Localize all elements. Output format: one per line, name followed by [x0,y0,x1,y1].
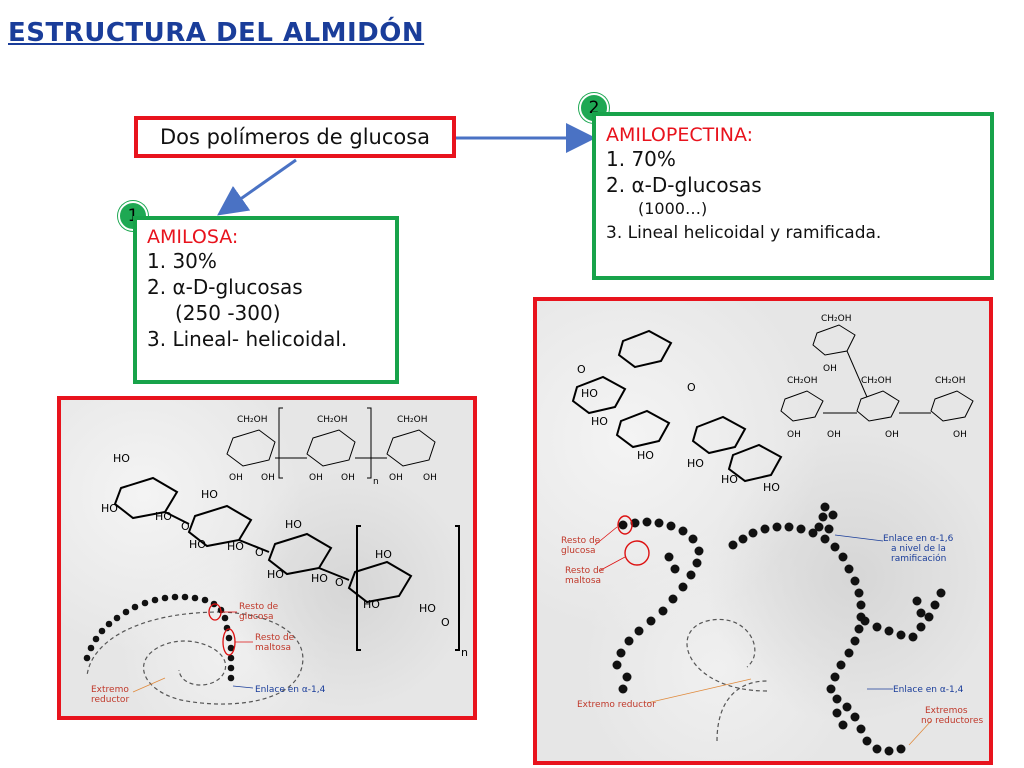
chem-label: O [441,616,450,629]
chem-label: HO [419,602,436,615]
chem-label: HO [721,473,738,486]
amilopectina-item-2: 2. α-D-glucosas [606,173,762,197]
chem-label: HO [285,518,302,531]
chem-label: CH₂OH [317,415,348,425]
chem-label: HO [189,538,206,551]
badge-2-label: 2 [588,98,600,118]
chem-label: HO [101,502,118,515]
amilosa-resto-maltosa-2: maltosa [255,643,291,653]
amilopectina-extremos-1: Extremos [925,706,968,716]
chem-label: HO [201,488,218,501]
chem-label: OH [953,430,967,440]
chem-label: CH₂OH [935,376,966,386]
chem-label: HO [763,481,780,494]
subscript-n: n [461,646,468,659]
amilopectina-enlace16-2: a nivel de la [891,544,946,554]
amilopectina-enlace16-1: Enlace en α-1,6 [883,534,954,544]
chem-label: OH [261,473,275,483]
polymers-label: Dos polímeros de glucosa [159,125,431,149]
amilopectina-header: AMILOPECTINA: [606,124,754,146]
amilosa-item-1: 1. 30% [147,249,217,273]
amilosa-extremo-2: reductor [91,695,129,705]
chem-label: HO [227,540,244,553]
amilosa-resto-glucosa-1: Resto de [239,602,279,612]
amilosa-structure-svg: CH₂OH CH₂OH CH₂OH OH OH OH OH OH OH n HO… [83,407,468,705]
chem-label: O [687,381,696,394]
amilopectina-resto-glucosa-1: Resto de [561,536,601,546]
badge-1-label: 1 [128,206,139,226]
amilopectina-resto-maltosa-2: maltosa [565,576,601,586]
amilopectina-resto-maltosa-1: Resto de [565,566,605,576]
amilosa-resto-glucosa-2: glucosa [239,612,274,622]
amilosa-helix-path [86,611,304,705]
chem-label: HO [363,598,380,611]
chem-label: O [181,520,190,533]
amilosa-extremo-1: Extremo [91,685,129,695]
page-title: ESTRUCTURA DEL ALMIDÓN [8,18,425,48]
chem-label: OH [787,430,801,440]
chem-label: OH [885,430,899,440]
amilopectina-item-3: 3. Lineal helicoidal y ramificada. [606,223,882,243]
amilosa-resto-maltosa-1: Resto de [255,633,295,643]
chem-label: CH₂OH [397,415,428,425]
chem-label: HO [375,548,392,561]
amilosa-enlace: Enlace en α-1,4 [255,685,326,695]
amilopectina-box: AMILOPECTINA: 1. 70% 2. α-D-glucosas (10… [592,112,994,280]
subscript-n: n [373,477,379,487]
amilopectina-item-1: 1. 70% [606,147,676,171]
amilopectina-resto-glucosa-2: glucosa [561,546,596,556]
chem-label: HO [591,415,608,428]
amilopectina-enlace16-3: ramificación [891,553,946,564]
amilosa-item-2b: (250 -300) [175,301,281,325]
amilopectina-item-2b: (1000…) [638,199,708,218]
chem-label: HO [581,387,598,400]
chem-label: CH₂OH [787,376,818,386]
chem-label: O [255,546,264,559]
chem-label: HO [155,510,172,523]
chem-label: HO [267,568,284,581]
chem-label: HO [637,449,654,462]
amilosa-item-2: 2. α-D-glucosas [147,275,303,299]
amilosa-diagram-panel: CH₂OH CH₂OH CH₂OH OH OH OH OH OH OH n HO… [57,396,477,720]
chem-label: O [335,576,344,589]
chem-label: O [577,363,586,376]
chem-label: OH [423,473,437,483]
arrow-to-amilosa [217,158,297,216]
chem-label: CH₂OH [237,415,268,425]
amilosa-header: AMILOSA: [147,226,239,248]
chem-label: OH [341,473,355,483]
polymers-box: Dos polímeros de glucosa [134,116,456,158]
chem-label: OH [827,430,841,440]
chem-label: HO [113,452,130,465]
chem-label: OH [823,364,837,374]
chem-label: OH [229,473,243,483]
amilopectina-helix-path [686,618,768,692]
chem-label: CH₂OH [861,376,892,386]
amilopectina-diagram-panel: CH₂OH CH₂OH CH₂OH CH₂OH OH OH OH OH OH H… [533,297,993,765]
amilopectina-bead-chain [612,502,946,756]
amilopectina-extremo-reductor: Extremo reductor [577,700,656,710]
amilosa-item-3: 3. Lineal- helicoidal. [147,327,348,351]
amilosa-bead-chain [83,593,235,682]
chem-label: HO [311,572,328,585]
chem-label: OH [309,473,323,483]
chem-label: CH₂OH [821,314,852,324]
amilosa-box: AMILOSA: 1. 30% 2. α-D-glucosas (250 -30… [133,216,399,384]
amilopectina-structure-svg: CH₂OH CH₂OH CH₂OH CH₂OH OH OH OH OH OH H… [561,314,984,756]
amilopectina-extremos-2: no reductores [921,716,984,726]
amilopectina-enlace14: Enlace en α-1,4 [893,685,964,695]
chem-label: HO [687,457,704,470]
chem-label: OH [389,473,403,483]
